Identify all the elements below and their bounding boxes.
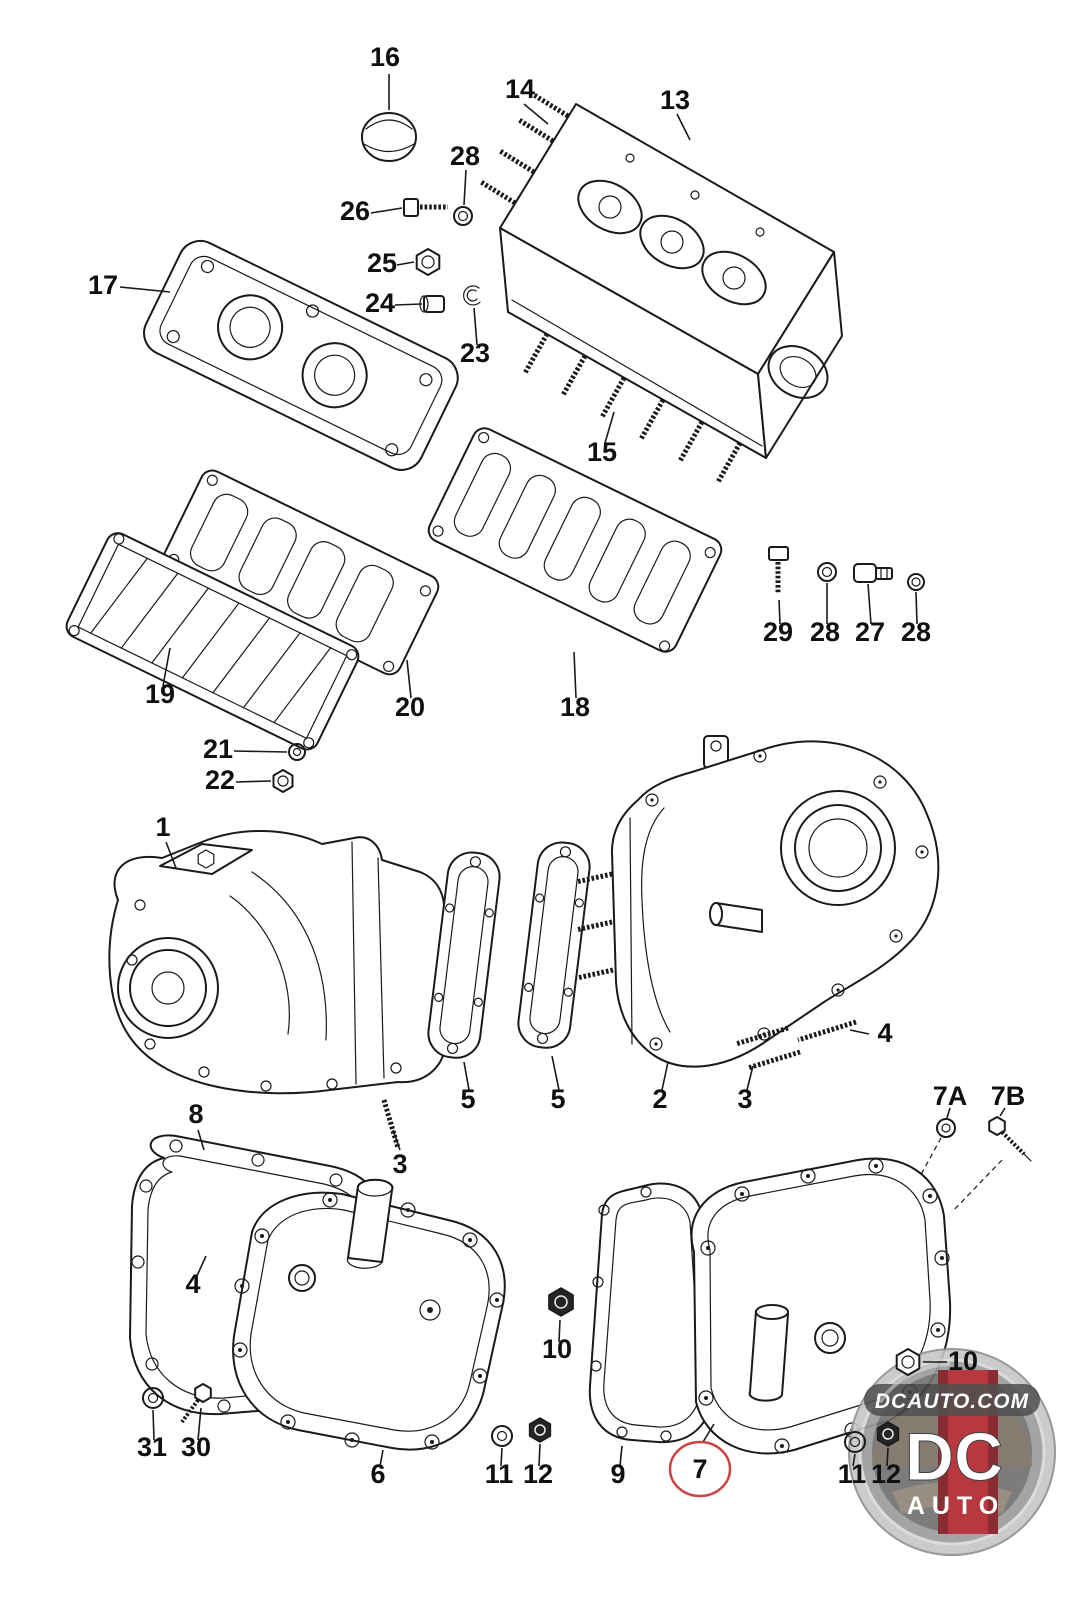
part-28-washer-b: [817, 562, 837, 582]
callout-7: 7: [692, 1454, 707, 1484]
callout-13: 13: [660, 85, 690, 115]
callout-23: 23: [460, 338, 490, 368]
part-24-bushing: [419, 295, 445, 313]
callout-18: 18: [560, 692, 590, 722]
part-13-cylinder-head: [499, 103, 843, 459]
part-21-ring: [288, 743, 306, 761]
part-15-studs: [522, 332, 743, 484]
part-22-nut: [272, 769, 294, 793]
callout-14: 14: [505, 74, 535, 104]
callout-4-right: 4: [877, 1018, 892, 1048]
callout-7b: 7B: [991, 1081, 1026, 1111]
part-18-gasket: [427, 427, 723, 653]
callout-16: 16: [370, 42, 400, 72]
part-12-nut-left: [528, 1417, 552, 1443]
callout-2: 2: [652, 1084, 667, 1114]
part-1-transmission-housing: [108, 830, 479, 1095]
callout-7a: 7A: [933, 1081, 968, 1111]
callout-11-left: 11: [485, 1459, 514, 1489]
callout-6: 6: [370, 1459, 385, 1489]
callout-24: 24: [365, 288, 395, 318]
callout-labels: 16 14 13 28 26 25 24 23 17 15 29 28 27 2…: [88, 42, 1025, 1489]
part-11-washer-left: [491, 1425, 513, 1447]
callout-5-b: 5: [550, 1084, 565, 1114]
watermark-logo: DCAUTO.COM DC AUTO: [848, 1348, 1056, 1556]
callout-28-b: 28: [810, 617, 840, 647]
part-28-washer-c: [907, 573, 925, 591]
part-17-valve-cover: [143, 239, 459, 471]
watermark-domain: DCAUTO.COM: [875, 1390, 1029, 1413]
callout-5-a: 5: [460, 1084, 475, 1114]
part-5-gasket-b: [517, 841, 591, 1049]
callout-29: 29: [763, 617, 793, 647]
callout-30: 30: [181, 1432, 211, 1462]
callout-9: 9: [610, 1459, 625, 1489]
part-27-fitting: [853, 563, 893, 583]
callout-20: 20: [395, 692, 425, 722]
callout-22: 22: [205, 765, 235, 795]
part-11-washer-right: [844, 1431, 866, 1453]
part-10-nut-right: [895, 1348, 921, 1376]
callout-12-right: 12: [871, 1459, 901, 1489]
callout-15: 15: [587, 437, 617, 467]
watermark-brand-main: DC: [905, 1419, 1003, 1495]
callout-25: 25: [367, 248, 397, 278]
part-6-cover: [232, 1178, 506, 1451]
part-3-stud-left: [381, 1099, 401, 1149]
part-28-washer-a: [453, 206, 473, 226]
callout-28-c: 28: [901, 617, 931, 647]
callout-17: 17: [88, 270, 118, 300]
callout-1: 1: [155, 812, 170, 842]
part-31-washer: [142, 1387, 164, 1409]
part-7b-sensor: [988, 1116, 1032, 1162]
part-23-snap-ring: [463, 285, 481, 306]
callout-31: 31: [137, 1432, 167, 1462]
highlight-circle-part-7: [668, 1440, 732, 1498]
part-5-gasket-a: [427, 851, 501, 1059]
callout-10-left: 10: [542, 1334, 572, 1364]
callout-28-a: 28: [450, 141, 480, 171]
callout-4-left: 4: [185, 1269, 200, 1299]
part-30-sensor: [180, 1383, 212, 1424]
part-2-chain-cover: [575, 735, 940, 1068]
callout-10-right: 10: [948, 1346, 978, 1376]
part-25-nut: [415, 248, 441, 276]
callout-19: 19: [145, 679, 175, 709]
watermark-brand-sub: AUTO: [907, 1492, 1005, 1520]
leader-lines: [119, 74, 1006, 1467]
part-29-bolt: [768, 546, 789, 594]
part-7a-washer: [936, 1118, 956, 1138]
assembly-line-7b: [951, 1159, 1003, 1213]
part-19-cover: [65, 532, 360, 751]
part-26-bolt: [403, 198, 448, 217]
callout-21: 21: [203, 734, 233, 764]
callout-8: 8: [188, 1099, 203, 1129]
part-12-nut-right: [876, 1421, 900, 1447]
assembly-line-7a: [917, 1137, 942, 1181]
callout-12-left: 12: [523, 1459, 553, 1489]
part-16-cap: [361, 112, 417, 162]
callout-3-right: 3: [737, 1084, 752, 1114]
part-14-studs: [479, 92, 570, 206]
callout-11-right: 11: [838, 1459, 867, 1489]
part-10-nut-left: [548, 1287, 574, 1317]
callout-27: 27: [855, 617, 885, 647]
callout-3-left: 3: [392, 1149, 407, 1179]
part-4-stud-right: [797, 1019, 857, 1043]
callout-26: 26: [340, 196, 370, 226]
